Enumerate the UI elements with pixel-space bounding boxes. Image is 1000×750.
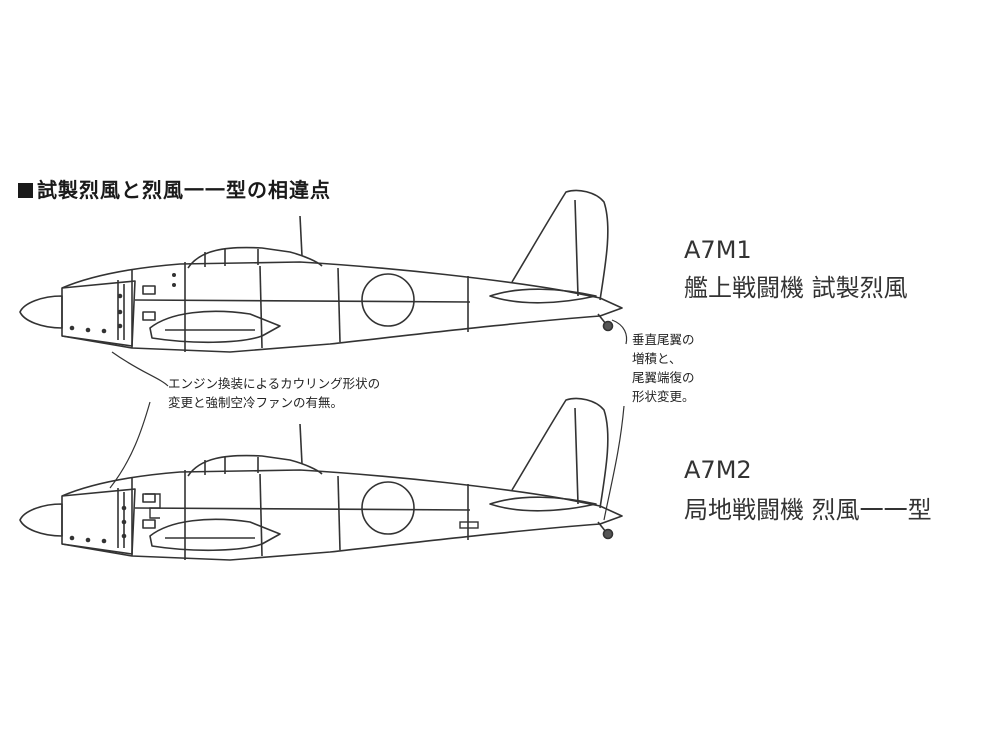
aircraft-a7m2-drawing [19, 397, 623, 561]
tail-annotation: 垂直尾翼の 増積と、 尾翼端復の 形状変更。 [632, 330, 695, 406]
heading-text: 試製烈風と烈風一一型の相違点 [37, 178, 331, 202]
diagram-heading: 試製烈風と烈風一一型の相違点 [18, 174, 331, 203]
model-label-a7m2: A7M2 [684, 456, 752, 484]
aircraft-a7m1-drawing [19, 189, 623, 353]
engine-annotation: エンジン換装によるカウリング形状の 変更と強制空冷ファンの有無。 [168, 374, 380, 412]
tail-annotation-line-2: 増積と、 [632, 351, 682, 366]
tail-annotation-line-4: 形状変更。 [632, 389, 695, 404]
designation-a7m1: 艦上戦闘機 試製烈風 [684, 274, 908, 302]
tail-annotation-line-1: 垂直尾翼の [632, 332, 695, 347]
engine-annotation-line-2: 変更と強制空冷ファンの有無。 [168, 395, 344, 410]
annotation-leaders [109, 319, 628, 521]
engine-annotation-line-1: エンジン換装によるカウリング形状の [168, 376, 381, 391]
designation-a7m2: 局地戦闘機 烈風一一型 [684, 496, 932, 524]
model-label-a7m1: A7M1 [684, 236, 752, 264]
heading-square-icon [18, 183, 33, 198]
tail-annotation-line-3: 尾翼端復の [632, 370, 695, 385]
